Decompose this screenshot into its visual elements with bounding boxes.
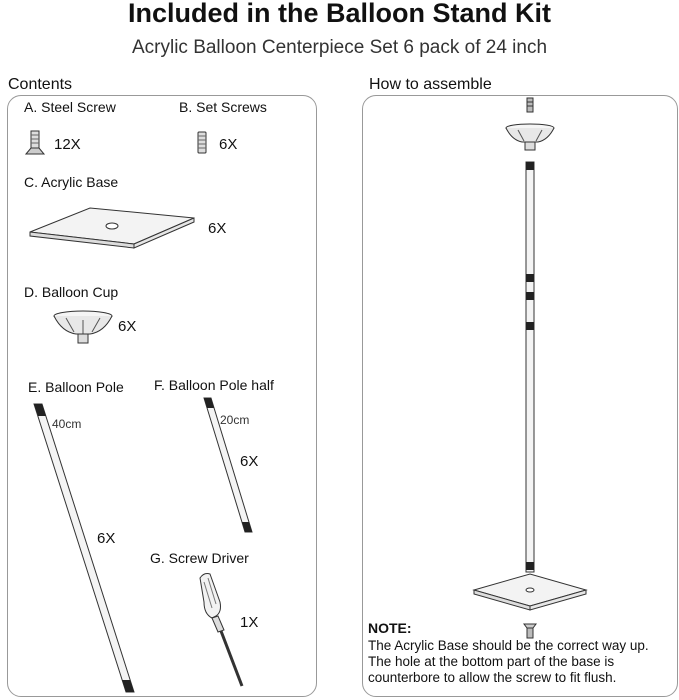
balloon-pole-half-icon — [203, 397, 253, 533]
balloon-cup-label: D. Balloon Cup — [24, 284, 119, 300]
balloon-pole-half-qty: 6X — [240, 453, 259, 470]
balloon-pole-label: E. Balloon Pole — [28, 379, 124, 395]
assembled-stand-diagram — [472, 97, 588, 639]
set-screws-qty: 6X — [219, 136, 238, 153]
contents-heading: Contents — [8, 76, 73, 93]
balloon-pole-half-size: 20cm — [220, 413, 250, 427]
balloon-pole-icon — [33, 403, 135, 693]
acrylic-base-qty: 6X — [208, 220, 227, 237]
note-text: The Acrylic Base should be the correct w… — [368, 638, 649, 685]
balloon-cup-qty: 6X — [118, 318, 137, 335]
steel-screw-icon — [24, 130, 46, 155]
balloon-cup-icon — [53, 310, 113, 344]
balloon-pole-size: 40cm — [52, 417, 82, 431]
acrylic-base-label: C. Acrylic Base — [24, 174, 119, 190]
steel-screw-label: A. Steel Screw — [24, 99, 116, 115]
balloon-pole-qty: 6X — [97, 530, 116, 547]
page-title: Included in the Balloon Stand Kit — [128, 0, 551, 28]
acrylic-base-icon — [29, 207, 195, 249]
set-screw-icon — [197, 131, 207, 154]
screw-driver-label: G. Screw Driver — [150, 550, 249, 566]
assembly-heading: How to assemble — [369, 76, 492, 93]
note-title: NOTE: — [368, 620, 412, 636]
balloon-pole-half-label: F. Balloon Pole half — [154, 377, 274, 393]
screw-driver-icon — [199, 573, 244, 687]
steel-screw-qty: 12X — [54, 136, 81, 153]
contents-panel — [7, 95, 317, 697]
page-subtitle: Acrylic Balloon Centerpiece Set 6 pack o… — [131, 37, 548, 58]
screw-driver-qty: 1X — [240, 614, 259, 631]
set-screws-label: B. Set Screws — [179, 99, 267, 115]
